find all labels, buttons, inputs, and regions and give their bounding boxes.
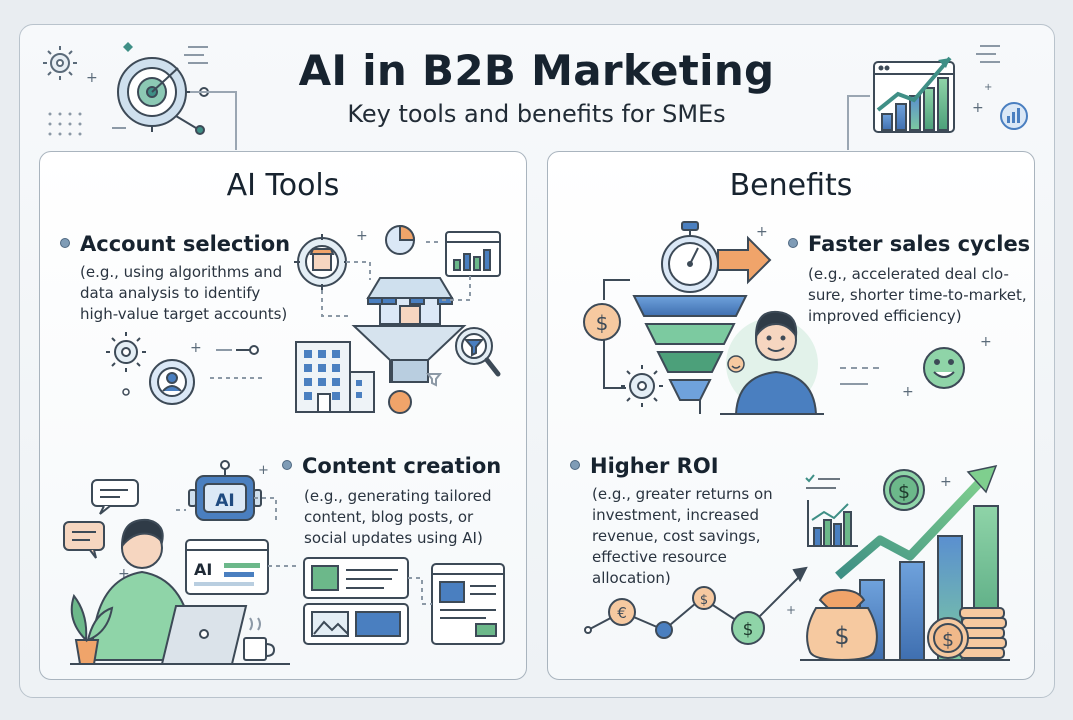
account-selection-desc: (e.g., using algorithms and data analysi… [80,263,288,323]
page-title: AI in B2B Marketing [298,46,775,95]
bullet-icon [570,460,580,470]
higher-roi-desc: (e.g., greater returns on investment, in… [592,485,773,587]
higher-roi-heading: Higher ROI [570,454,719,478]
content-creation-heading: Content creation [282,454,501,478]
bullet-icon [282,460,292,470]
content-creation-desc: (e.g., generating tailored content, blog… [304,487,492,547]
page-subtitle: Key tools and benefits for SMEs [347,100,726,128]
account-selection-heading: Account selection [60,232,290,256]
benefits-panel [547,151,1035,680]
ai-tools-panel [39,151,527,680]
faster-sales-desc: (e.g., accelerated deal clo- sure, short… [808,265,1027,325]
ai-tools-title: AI Tools [226,168,340,203]
bullet-icon [60,238,70,248]
benefits-title: Benefits [729,168,853,203]
bullet-icon [788,238,798,248]
faster-sales-heading: Faster sales cycles [788,232,1030,256]
